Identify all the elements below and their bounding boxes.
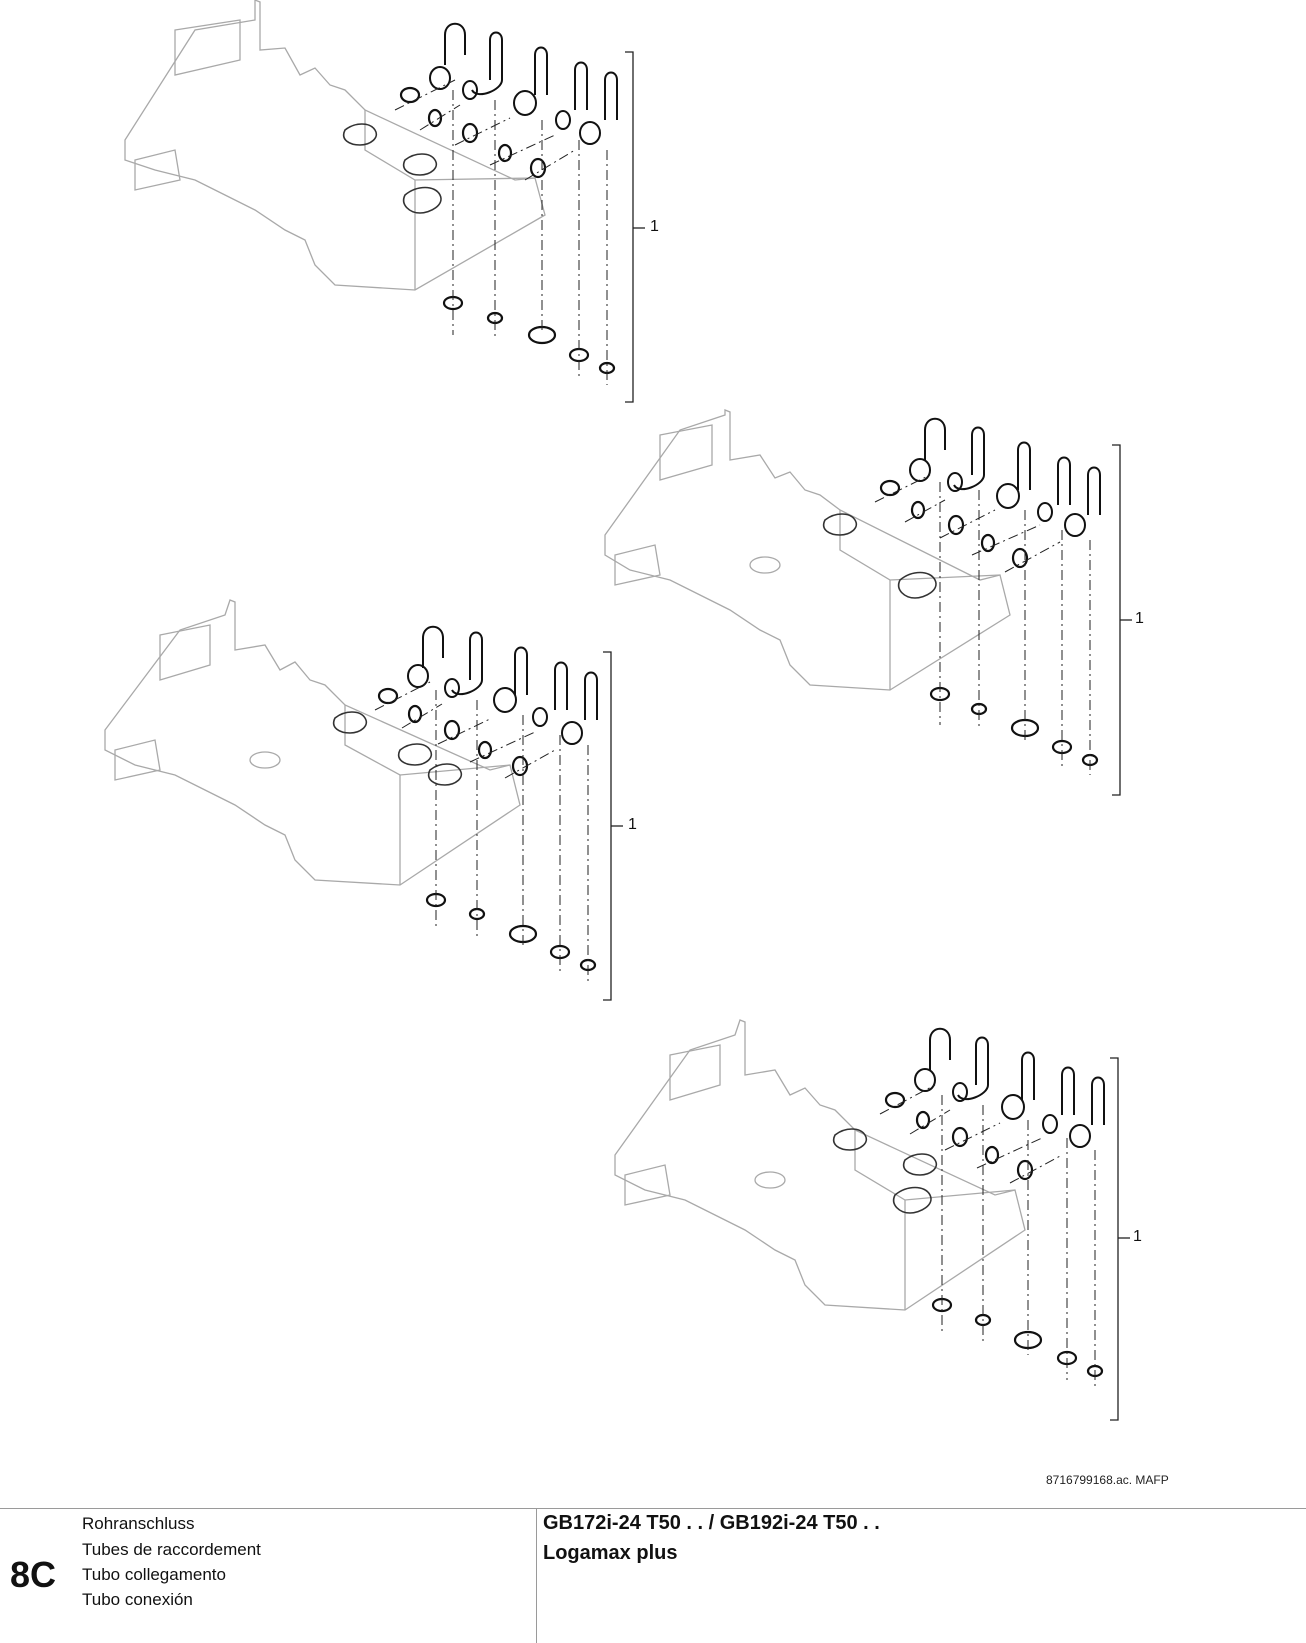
title-german: Rohranschluss	[82, 1514, 195, 1533]
drawing-reference: 8716799168.ac. MAFP	[1046, 1473, 1169, 1487]
exploded-view-3	[104, 599, 623, 1001]
title-french: Tubes de raccordement	[82, 1540, 261, 1559]
callout-label-view-4: 1	[1133, 1228, 1142, 1245]
callout-label-view-2: 1	[1135, 610, 1144, 627]
exploded-view-2	[604, 409, 1132, 796]
title-spanish: Tubo conexión	[82, 1590, 193, 1609]
callout-label-view-3: 1	[628, 816, 637, 833]
product-name: Logamax plus	[543, 1542, 678, 1564]
exploded-view-4	[614, 1019, 1130, 1421]
exploded-view-1	[124, 0, 645, 403]
section-code: 8C	[10, 1554, 57, 1595]
footer-rule	[0, 1508, 1306, 1509]
model-line: GB172i-24 T50 . . / GB192i-24 T50 . .	[543, 1512, 880, 1534]
title-italian: Tubo collegamento	[82, 1565, 226, 1584]
footer-divider	[536, 1508, 537, 1643]
callout-label-view-1: 1	[650, 218, 659, 235]
